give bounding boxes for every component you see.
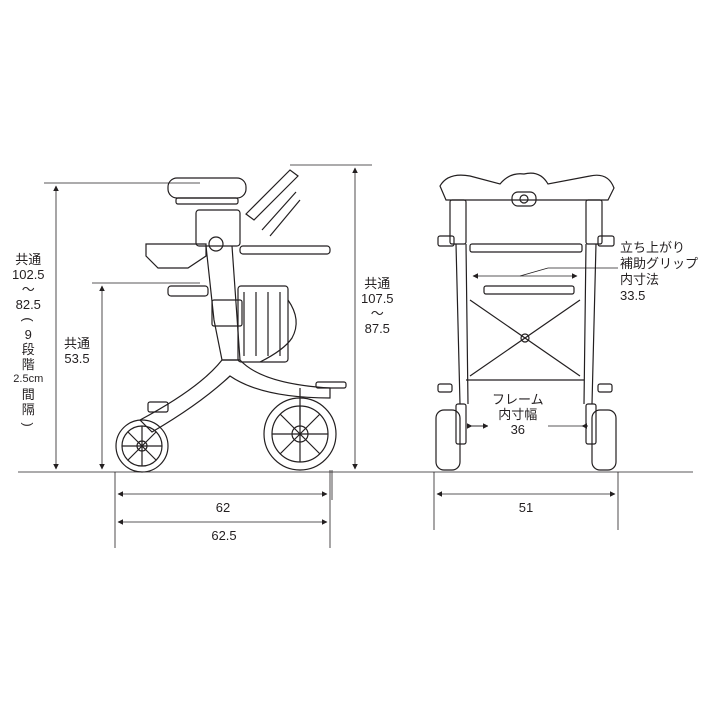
- frame-width-annotation: フレーム 内寸幅 36: [488, 392, 548, 437]
- overall-height-step-size: 2.5cm: [13, 373, 44, 385]
- overall-height-step-word-2: 隔: [21, 402, 35, 417]
- overall-height-steps-open: (: [20, 317, 36, 322]
- tray-height-max: 107.5: [361, 291, 394, 306]
- overall-width-value: 51: [518, 500, 534, 515]
- grip-width-annotation: 立ち上がり 補助グリップ 内寸法 33.5: [620, 240, 698, 304]
- tray-height-annotation: 共通 107.5 ～ 87.5: [361, 276, 394, 336]
- overall-height-steps: 9: [24, 327, 32, 342]
- seat-height-value: 53.5: [64, 351, 90, 366]
- tray-height-tilde: ～: [370, 306, 384, 321]
- overall-height-annotation: 共通 102.5 ～ 82.5 ( 9 段 階 2.5cm 間 隔 ): [12, 252, 45, 432]
- front-view-walker: [435, 172, 617, 471]
- grip-label-line3: 内寸法: [620, 272, 660, 287]
- base-length-value: 62: [215, 500, 231, 515]
- seat-height-label: 共通: [64, 336, 91, 351]
- tray-height-min: 87.5: [364, 321, 390, 336]
- overall-length-value: 62.5: [211, 528, 237, 543]
- grip-label-line2: 補助グリップ: [620, 256, 699, 271]
- overall-height-max: 102.5: [12, 267, 45, 282]
- overall-height-tilde: ～: [21, 282, 35, 297]
- seat-height-annotation: 共通 53.5: [64, 336, 90, 366]
- overall-height-steps-word-1: 段: [21, 342, 35, 357]
- overall-height-steps-word-2: 階: [21, 357, 35, 372]
- grip-value: 33.5: [620, 288, 646, 303]
- overall-height-label: 共通: [15, 252, 42, 267]
- overall-height-min: 82.5: [15, 297, 41, 312]
- frame-label-line1: フレーム: [492, 392, 544, 407]
- overall-height-step-word-1: 間: [21, 387, 35, 402]
- overall-height-steps-close: ): [20, 422, 36, 427]
- side-view-walker: [115, 169, 347, 473]
- grip-label-line1: 立ち上がり: [620, 240, 686, 255]
- frame-value: 36: [510, 422, 526, 437]
- frame-label-line2: 内寸幅: [498, 407, 538, 422]
- side-dimension-lines: [44, 164, 372, 548]
- tray-height-label: 共通: [364, 276, 391, 291]
